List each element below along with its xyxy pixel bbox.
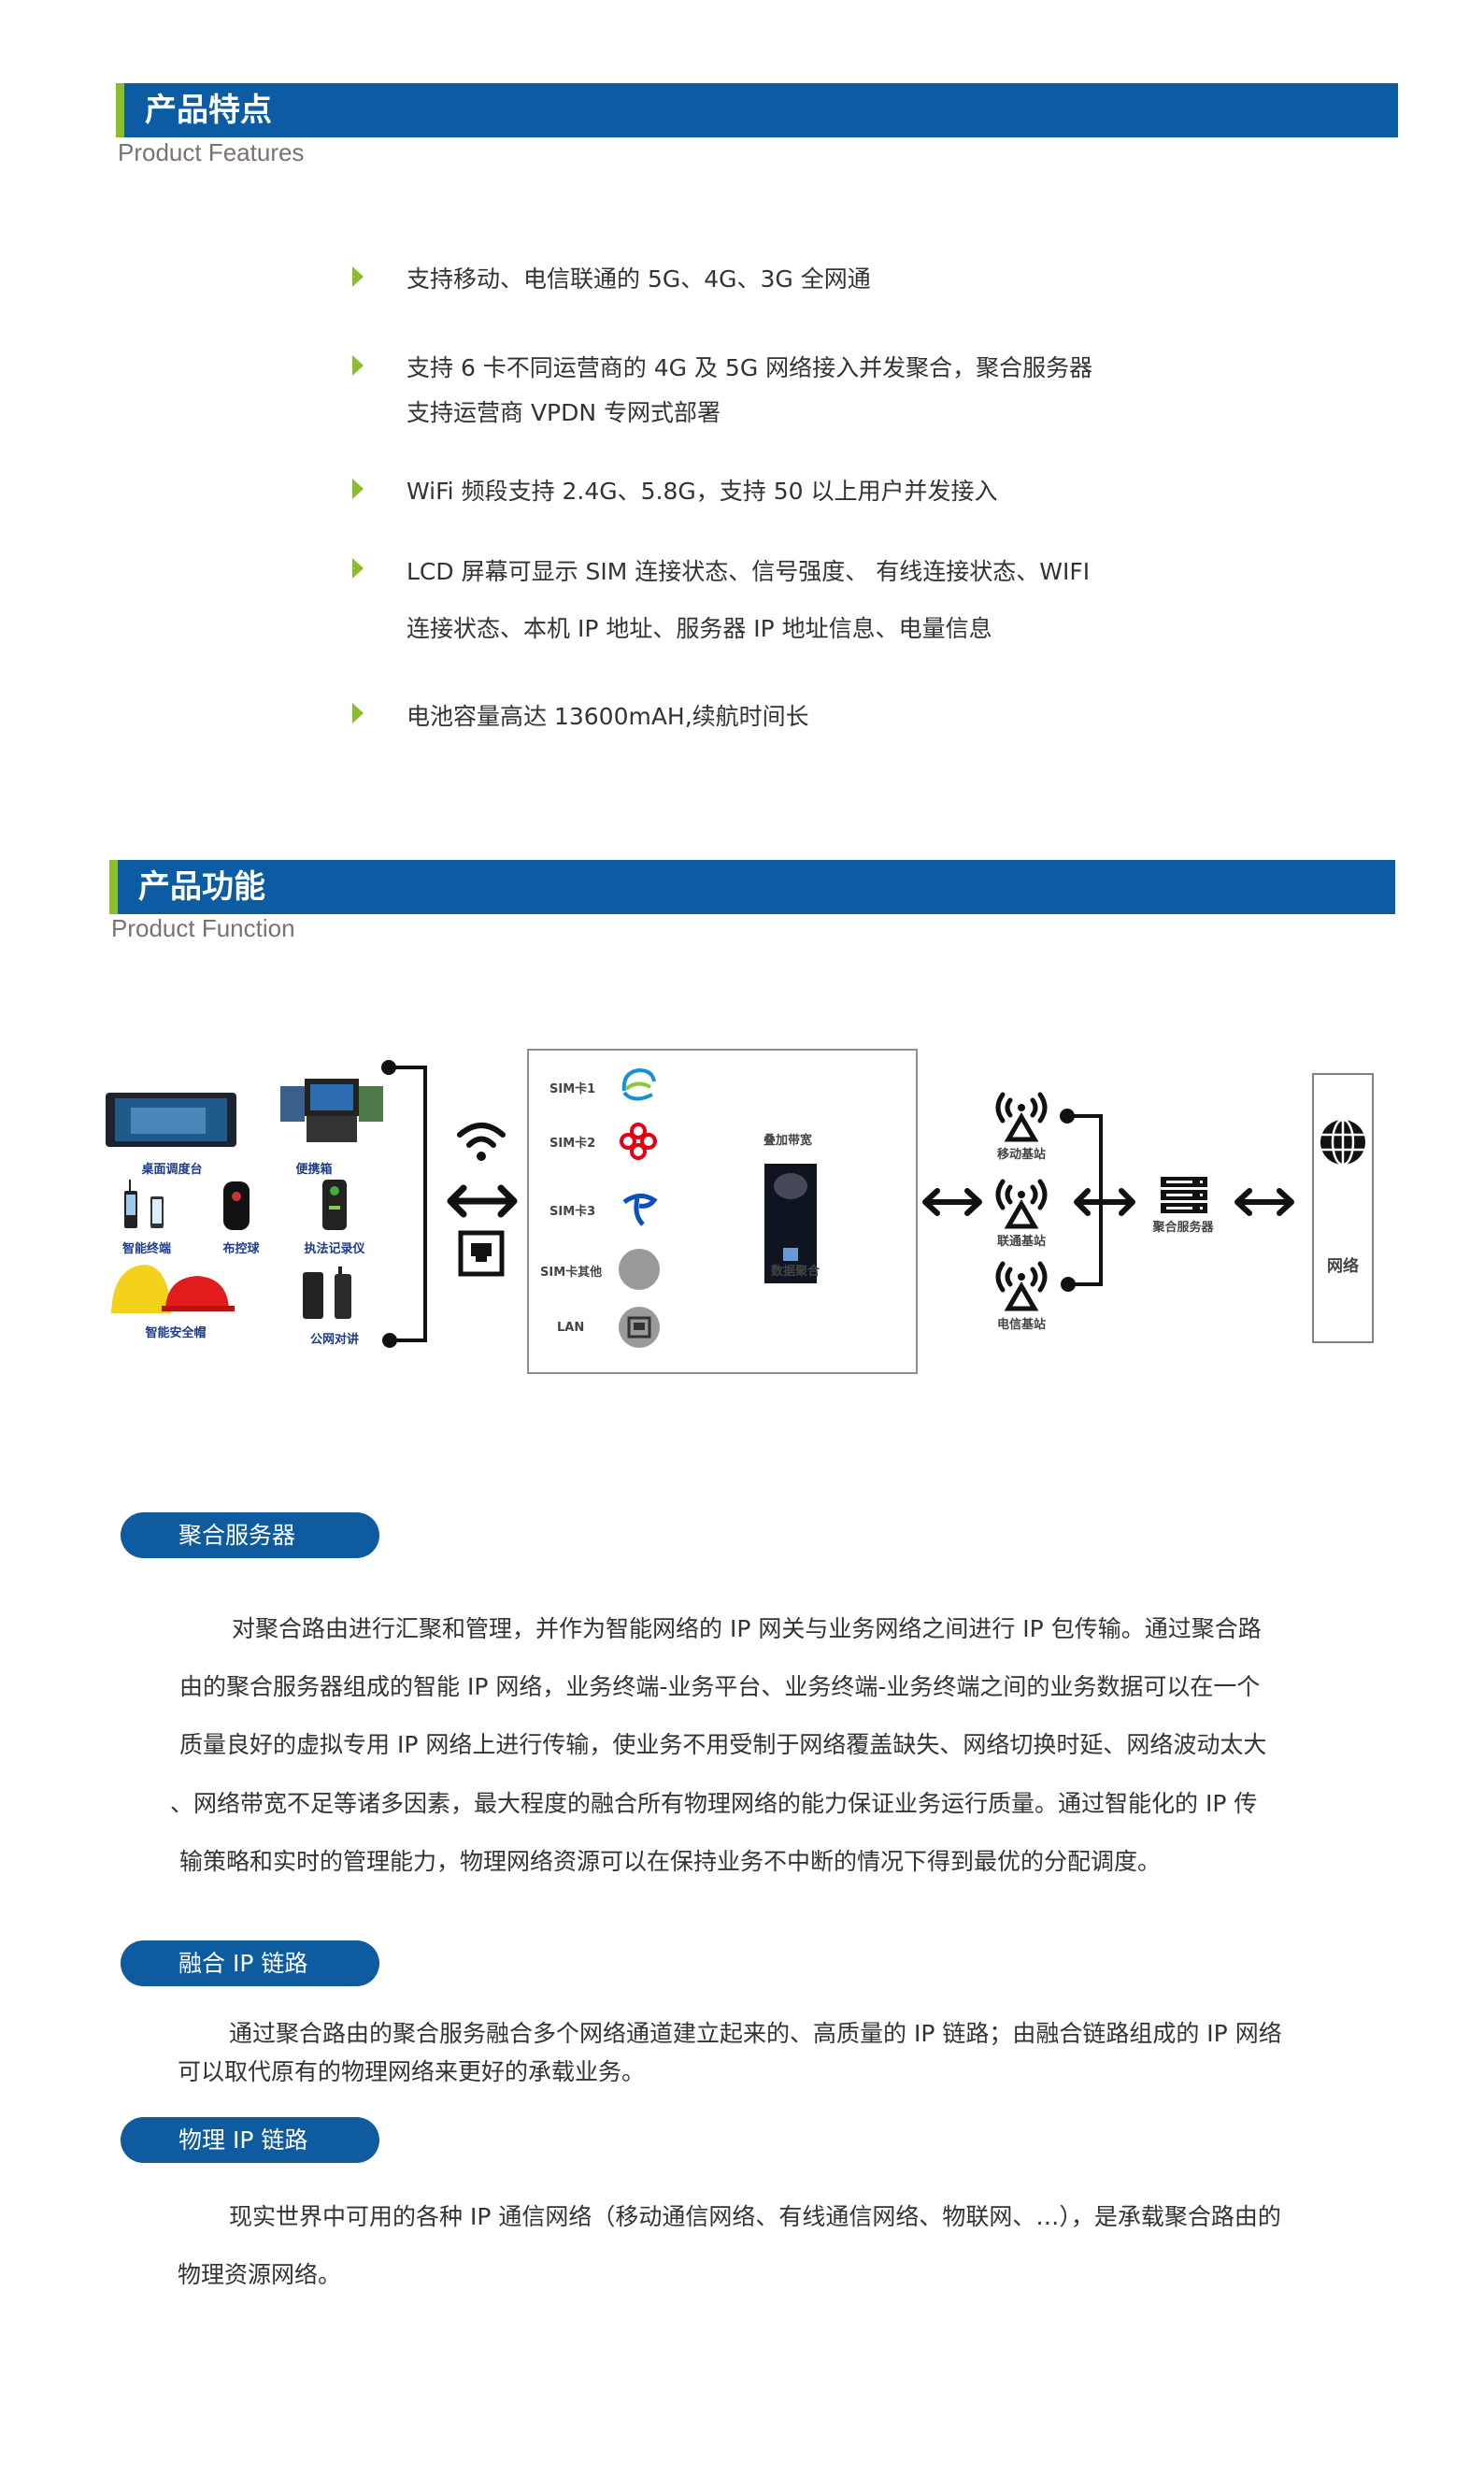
- device-label: 智能终端: [121, 1242, 172, 1256]
- feature-item: LCD 屏幕可显示 SIM 连接状态、信号强度、 有线连接状态、WIFI: [407, 558, 1091, 585]
- sim-label: SIM卡1: [549, 1082, 596, 1096]
- aggregation-label: 数据聚合: [770, 1265, 820, 1279]
- feature-item: WiFi 频段支持 2.4G、5.8G，支持 50 以上用户并发接入: [407, 478, 998, 505]
- bandwidth-label: 叠加带宽: [763, 1134, 813, 1148]
- walkie-talkie-image: [303, 1267, 351, 1319]
- station-label: 联通基站: [996, 1235, 1047, 1249]
- cell-tower-icon: [995, 1261, 1048, 1311]
- section-subtitle: Product Features: [118, 138, 305, 166]
- device-label: 桌面调度台: [141, 1163, 203, 1177]
- paragraph-line: 输策略和实时的管理能力，物理网络资源可以在保持业务不中断的情况下得到最优的分配调…: [179, 1848, 1162, 1875]
- paragraph-line: 可以取代原有的物理网络来更好的承载业务。: [178, 2058, 646, 2085]
- device-label: 公网对讲: [309, 1333, 360, 1347]
- cell-tower-icon: [995, 1092, 1048, 1142]
- double-arrow-icon: [1234, 1188, 1294, 1216]
- device-label: 便携箱: [295, 1163, 333, 1177]
- sim-other-icon: [619, 1249, 660, 1290]
- server-label: 聚合服务器: [1152, 1221, 1214, 1235]
- smart-helmet-image: [111, 1265, 235, 1313]
- section-pill-aggregation-server: 聚合服务器: [121, 1512, 379, 1558]
- station-bracket: [1060, 1109, 1135, 1292]
- device-label: 布控球: [222, 1242, 260, 1256]
- aggregation-device-image: [764, 1164, 817, 1283]
- china-telecom-logo-icon: [622, 1194, 658, 1226]
- bullet-icon: [352, 355, 364, 376]
- bullet-icon: [352, 479, 364, 499]
- paragraph-line: 、网络带宽不足等诸多因素，最大程度的融合所有物理网络的能力保证业务运行质量。通过…: [170, 1790, 1258, 1817]
- lan-port-icon: [619, 1307, 660, 1348]
- feature-item: 支持 6 卡不同运营商的 4G 及 5G 网络接入并发聚合，聚合服务器: [407, 354, 1093, 381]
- section-pill-physical-ip-link: 物理 IP 链路: [121, 2117, 379, 2163]
- feature-item-cont: 支持运营商 VPDN 专网式部署: [407, 399, 721, 426]
- section-title: 产品特点: [145, 92, 272, 129]
- section-subtitle: Product Function: [111, 914, 295, 942]
- sim-label: SIM卡其他: [540, 1266, 603, 1280]
- globe-icon: [1320, 1118, 1365, 1167]
- paragraph-line: 物理资源网络。: [178, 2261, 342, 2288]
- section-header-functions: 产品功能: [109, 860, 1395, 914]
- dome-camera-image: [223, 1181, 250, 1230]
- desk-console-image: [106, 1093, 236, 1147]
- china-mobile-logo-icon: [621, 1067, 656, 1101]
- feature-item-cont: 连接状态、本机 IP 地址、服务器 IP 地址信息、电量信息: [407, 615, 992, 642]
- bullet-icon: [352, 558, 364, 579]
- paragraph-line: 对聚合路由进行汇聚和管理，并作为智能网络的 IP 网关与业务网络之间进行 IP …: [232, 1615, 1262, 1642]
- paragraph-line: 质量良好的虚拟专用 IP 网络上进行传输，使业务不用受制于网络覆盖缺失、网络切换…: [179, 1731, 1267, 1758]
- paragraph-line: 由的聚合服务器组成的智能 IP 网络，业务终端-业务平台、业务终端-业务终端之间…: [179, 1673, 1261, 1700]
- paragraph-line: 通过聚合路由的聚合服务融合多个网络通道建立起来的、高质量的 IP 链路；由融合链…: [229, 2020, 1282, 2047]
- station-label: 电信基站: [996, 1318, 1047, 1332]
- bullet-icon: [352, 703, 364, 723]
- ethernet-icon: [458, 1230, 505, 1277]
- double-arrow-icon: [447, 1184, 518, 1218]
- paragraph-line: 现实世界中可用的各种 IP 通信网络（移动通信网络、有线通信网络、物联网、…），…: [229, 2203, 1281, 2230]
- section-pill-fused-ip-link: 融合 IP 链路: [121, 1940, 379, 1986]
- wifi-icon: [457, 1123, 506, 1161]
- feature-item: 支持移动、电信联通的 5G、4G、3G 全网通: [407, 265, 871, 293]
- device-label: 执法记录仪: [304, 1242, 365, 1256]
- bullet-icon: [352, 266, 364, 287]
- portable-case-image: [280, 1079, 383, 1142]
- network-box: [1312, 1073, 1374, 1343]
- china-unicom-logo-icon: [620, 1123, 657, 1160]
- body-camera-image: [322, 1180, 347, 1230]
- section-header-features: 产品特点: [116, 83, 1398, 137]
- station-label: 移动基站: [996, 1148, 1047, 1162]
- router-box: [527, 1049, 918, 1374]
- double-arrow-icon: [922, 1188, 982, 1216]
- device-bracket: [381, 1060, 427, 1348]
- device-label: 智能安全帽: [145, 1326, 207, 1340]
- server-icon: [1161, 1177, 1207, 1213]
- sim-label: SIM卡3: [549, 1205, 596, 1219]
- feature-item: 电池容量高达 13600mAH,续航时间长: [407, 703, 809, 730]
- smart-terminal-image: [124, 1180, 164, 1228]
- sim-label: LAN: [557, 1321, 585, 1335]
- sim-label: SIM卡2: [549, 1137, 596, 1151]
- cell-tower-icon: [995, 1179, 1048, 1229]
- section-title: 产品功能: [138, 868, 265, 906]
- network-label: 网络: [1327, 1257, 1359, 1276]
